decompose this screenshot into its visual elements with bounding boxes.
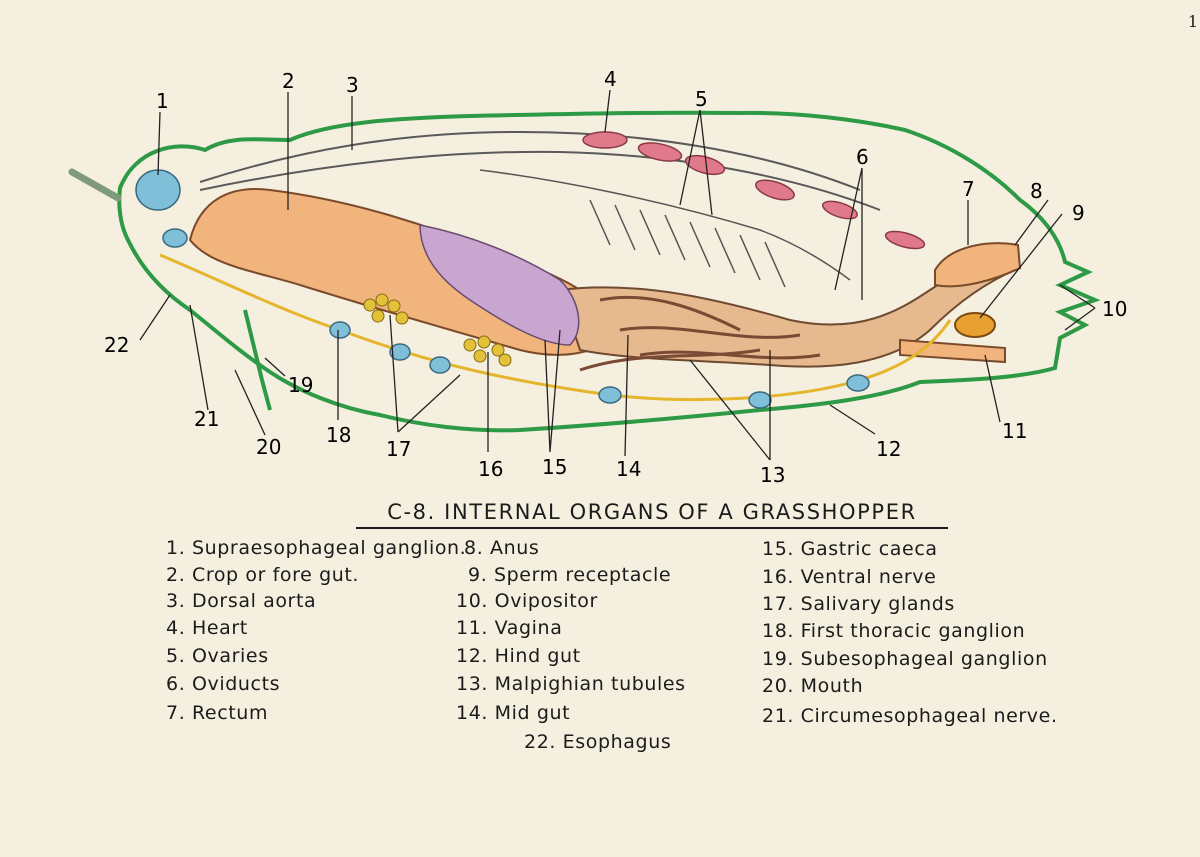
legend-item: 12. Hind gut [456, 645, 581, 667]
legend-item: 10. Ovipositor [456, 590, 598, 612]
callout-11: 11 [1002, 419, 1027, 443]
legend-item: 8. Anus [464, 537, 540, 559]
legend-item: 16. Ventral nerve [762, 566, 937, 588]
ventral-nerve [159, 253, 952, 402]
body-outline [117, 110, 1101, 433]
dorsal-aorta [199, 130, 881, 211]
callout-15: 15 [542, 455, 567, 479]
legend-item: 20. Mouth [762, 675, 864, 697]
mouth [243, 309, 272, 411]
callout-10: 10 [1102, 297, 1127, 321]
legend-item: 17. Salivary glands [762, 593, 955, 615]
legend-item: 15. Gastric caeca [762, 538, 938, 560]
callout-8: 8 [1030, 179, 1043, 203]
legend-item: 22. Esophagus [524, 731, 672, 753]
diagram-title: C-8. INTERNAL ORGANS OF A GRASSHOPPER [356, 500, 948, 529]
callout-14: 14 [616, 457, 641, 481]
sperm-receptacle [954, 312, 996, 338]
gastric-caeca [419, 224, 580, 346]
callout-17: 17 [386, 437, 411, 461]
salivary-glands [363, 293, 512, 367]
legend-item: 3. Dorsal aorta [166, 590, 317, 612]
callout-12: 12 [876, 437, 901, 461]
legend-item: 13. Malpighian tubules [456, 673, 686, 695]
callout-9: 9 [1072, 201, 1085, 225]
vagina [899, 338, 1006, 364]
legend-item: 19. Subesophageal ganglion [762, 648, 1048, 670]
malpighian-tubules [579, 295, 821, 372]
legend-item: 11. Vagina [456, 617, 563, 639]
leader-lines [139, 89, 1096, 461]
callout-5: 5 [695, 87, 708, 111]
callout-19: 19 [288, 373, 313, 397]
ovaries [479, 169, 851, 288]
legend-item: 5. Ovaries [166, 645, 269, 667]
rectum [934, 242, 1022, 288]
callout-13: 13 [760, 463, 785, 487]
callout-18: 18 [326, 423, 351, 447]
legend-item: 4. Heart [166, 617, 248, 639]
legend-item: 9. Sperm receptacle [468, 564, 672, 586]
callout-4: 4 [604, 67, 617, 91]
callout-22: 22 [104, 333, 129, 357]
callout-1: 1 [156, 89, 169, 113]
heart [582, 131, 926, 250]
legend-item: 1. Supraesophageal ganglion. [166, 537, 467, 559]
ganglia [135, 169, 870, 409]
page-number: 1 [1187, 12, 1198, 31]
legend-item: 18. First thoracic ganglion [762, 620, 1026, 642]
legend-item: 21. Circumesophageal nerve. [762, 705, 1058, 727]
callout-20: 20 [256, 435, 281, 459]
callout-16: 16 [478, 457, 503, 481]
antenna [68, 168, 122, 202]
callout-3: 3 [346, 73, 359, 97]
legend-item: 14. Mid gut [456, 702, 571, 724]
callout-6: 6 [856, 145, 869, 169]
legend-item: 2. Crop or fore gut. [166, 564, 360, 586]
callout-7: 7 [962, 177, 975, 201]
legend-item: 6. Oviducts [166, 673, 281, 695]
legend-item: 7. Rectum [166, 702, 269, 724]
callout-2: 2 [282, 69, 295, 93]
callout-21: 21 [194, 407, 219, 431]
